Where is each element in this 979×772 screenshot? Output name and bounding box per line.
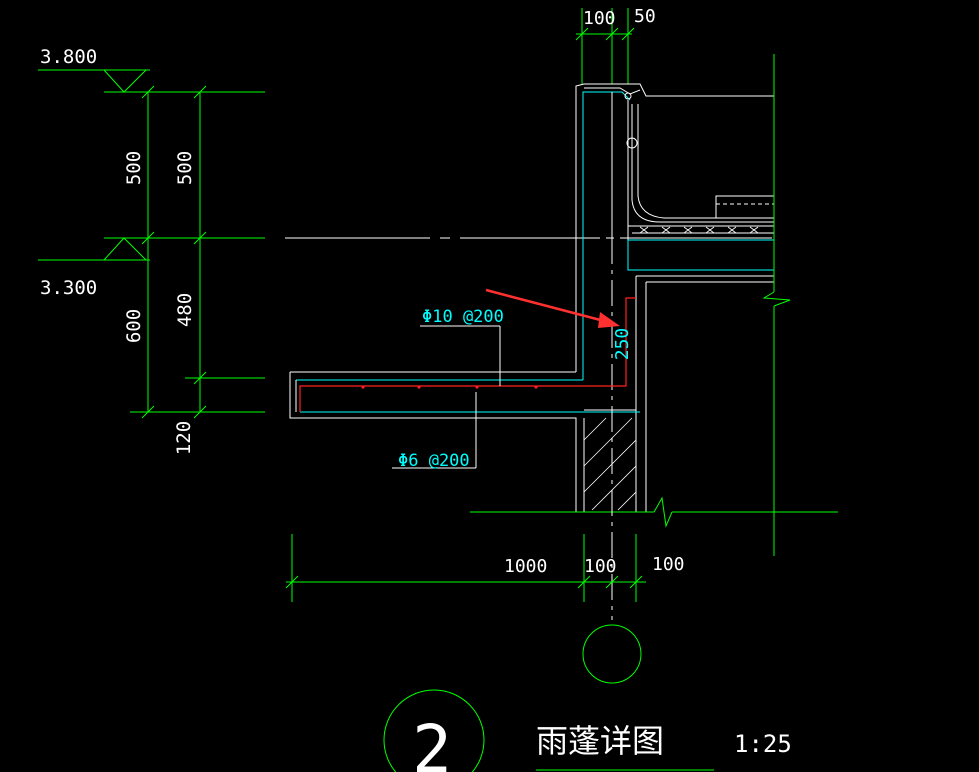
dim-inner-480: 480 [174,293,196,327]
top-dimension [575,8,635,84]
dim-bottom-1000: 1000 [504,556,547,577]
bottom-dimension-chain [285,534,646,602]
rebar-top-label: Φ10 @200 [422,307,504,327]
dim-slab-250: 250 [612,328,633,361]
detail-number-circle [383,689,485,772]
elevation-mid-label: 3.300 [40,277,97,299]
dim-top-50: 50 [634,6,656,27]
rebar-leaders [392,325,501,469]
dim-bottom-100a: 100 [584,556,617,577]
axis-bubble [582,624,642,684]
left-dimension-chain [130,85,265,419]
rebar [299,297,636,412]
elevation-marker-mid [38,237,265,261]
rebar-bottom-label: Φ6 @200 [398,451,470,471]
detail-title: 雨蓬详图 [536,722,664,760]
elevation-top-label: 3.800 [40,46,97,68]
dim-left-120: 120 [173,421,195,455]
dim-top-100: 100 [583,8,616,29]
elevation-marker-top [38,69,265,93]
detail-number: 2 [412,711,452,772]
dim-bottom-100b: 100 [652,554,685,575]
wall-outline [289,54,838,556]
highlight-arrow [485,288,620,328]
dim-inner-500: 500 [174,151,196,185]
dim-left-500: 500 [123,151,145,185]
detail-scale: 1:25 [734,730,792,758]
dim-left-600: 600 [123,309,145,343]
